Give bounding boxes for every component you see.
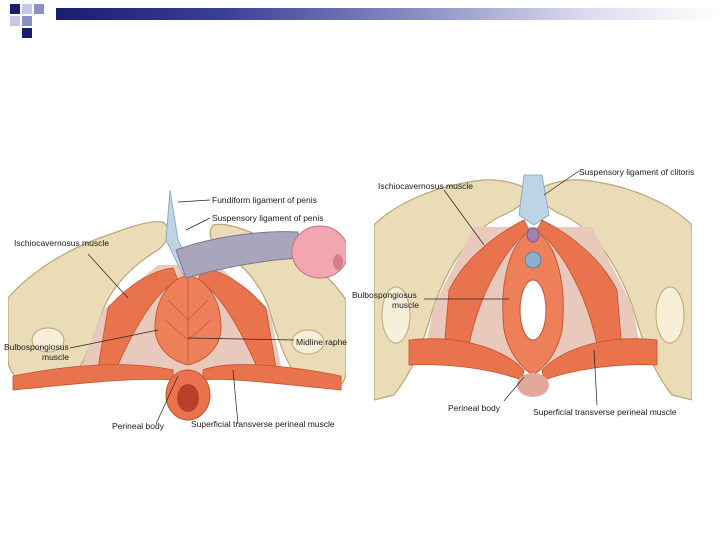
label-bulbospongiosus-male: Bulbospongiosus muscle [4,342,69,362]
label-line: muscle [42,352,69,362]
decor-square [22,4,32,14]
label-superficial-transverse-male: Superficial transverse perineal muscle [191,419,335,429]
decor-square [10,16,20,26]
decor-square [22,16,32,26]
decor-square [34,4,44,14]
label-line: Bulbospongiosus [352,290,417,300]
male-perineum-figure [7,180,349,432]
slide-header-decoration [0,0,720,48]
label-bulbospongiosus-female: Bulbospongiosus muscle [352,290,419,310]
decor-square [10,4,20,14]
title-gradient-bar [56,8,720,20]
label-suspensory-ligament-penis: Suspensory ligament of penis [212,213,324,223]
label-line: Bulbospongiosus [4,342,69,352]
label-midline-raphe: Midline raphe [296,337,348,347]
label-line: muscle [392,300,419,310]
label-perineal-body-male: Perineal body [112,421,164,431]
label-ischiocavernosus-female: Ischiocavernosus muscle [378,181,473,191]
label-superficial-transverse-female: Superficial transverse perineal muscle [533,407,677,417]
decor-square [22,28,32,38]
female-perineum-figure [373,165,693,406]
label-ischiocavernosus-male: Ischiocavernosus muscle [14,238,109,248]
label-suspensory-ligament-clitoris: Suspensory ligament of clitoris [579,167,695,177]
male-perineum-illustration [7,180,349,425]
female-perineum-illustration [373,170,693,406]
label-fundiform-ligament: Fundiform ligament of penis [212,195,317,205]
label-perineal-body-female: Perineal body [448,403,500,413]
